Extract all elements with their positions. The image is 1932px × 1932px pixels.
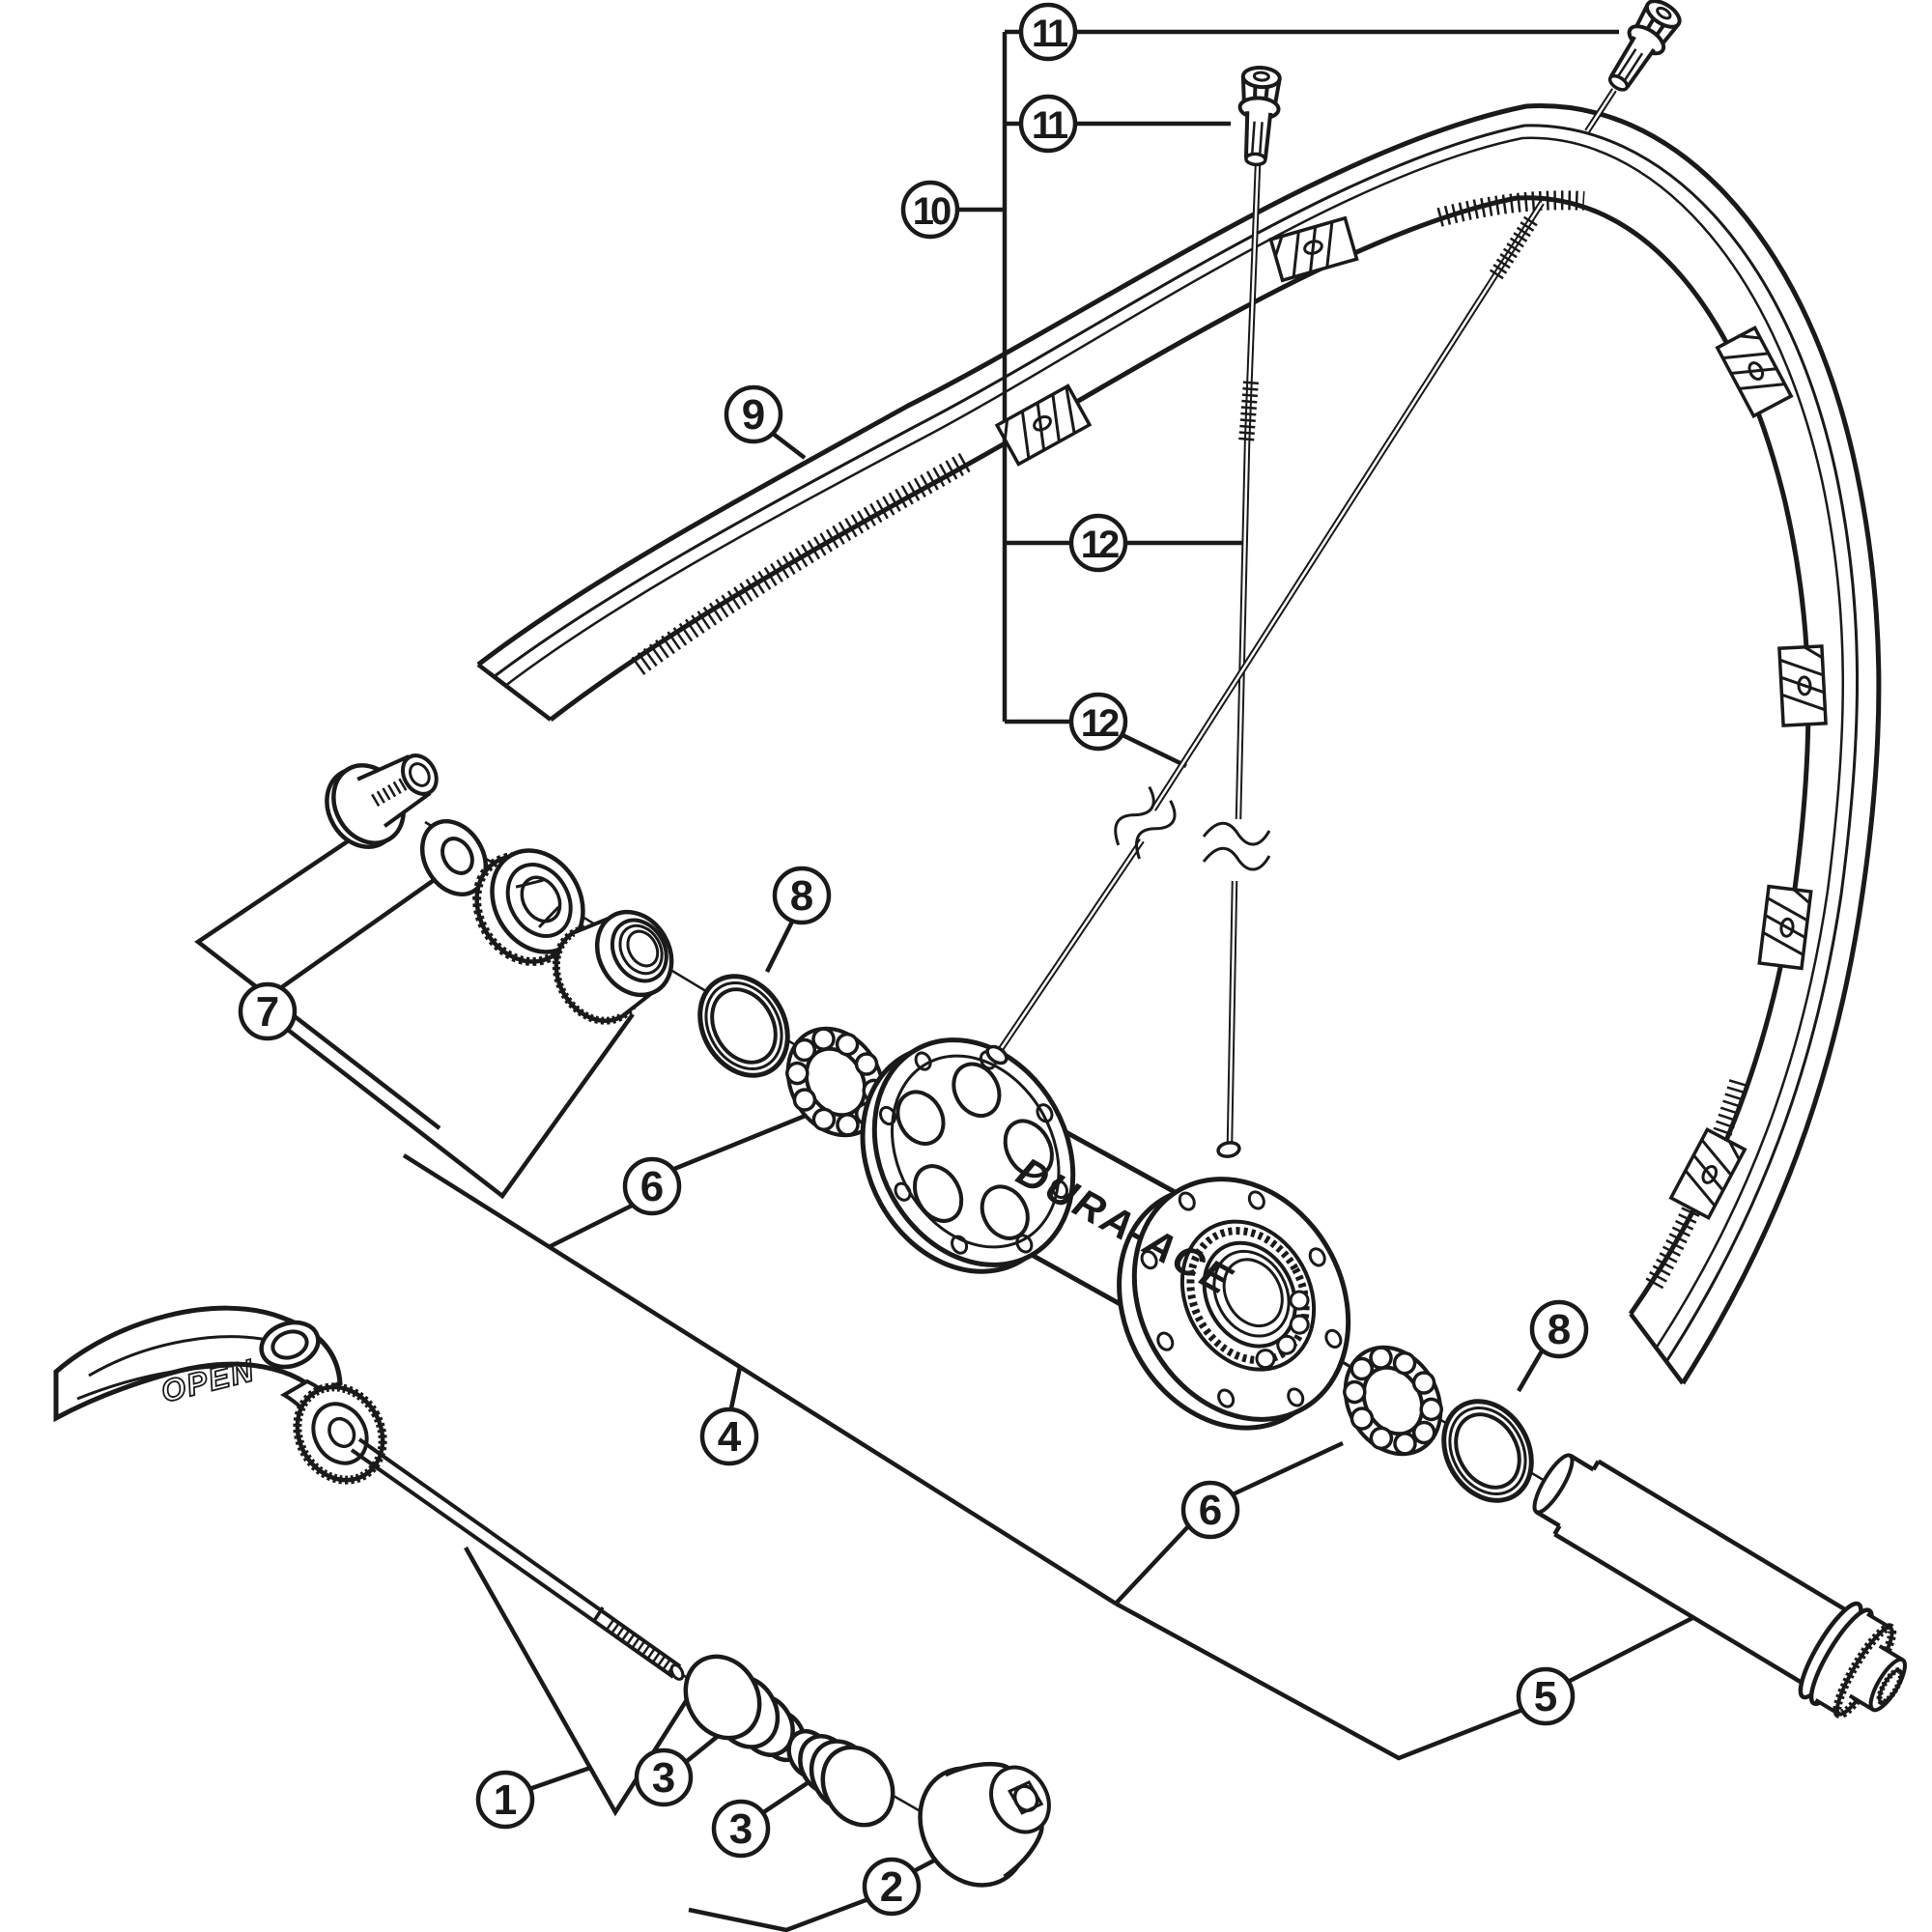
callout-9: 9 (724, 384, 783, 444)
qr-skewer-rod (350, 1437, 685, 1681)
flange-cutouts (895, 1062, 1054, 1240)
callout-number: 2 (880, 1863, 903, 1911)
callout-circle (699, 1406, 759, 1466)
rim-end-right (1629, 1312, 1685, 1385)
callout-circle (475, 1770, 535, 1830)
callout-circle (772, 866, 832, 925)
callout-1: 1 (475, 1770, 535, 1830)
callout-4: 4 (699, 1406, 759, 1466)
serrated-lockring (472, 848, 585, 966)
spoke-nipple (1607, 0, 1682, 92)
callout-circle (1529, 1299, 1589, 1359)
callout-10: 10 (900, 180, 960, 240)
ball-retainer-right (1343, 1345, 1443, 1457)
callout-circle (724, 384, 783, 444)
callout-number: 6 (1199, 1487, 1222, 1534)
callout-number: 4 (718, 1413, 742, 1461)
callout-number: 12 (1081, 524, 1119, 566)
bearing-balls-visible (1255, 1290, 1310, 1370)
callout-11b: 11 (1018, 94, 1078, 154)
rim-hatch-band (1436, 190, 1585, 227)
callout-12b: 12 (1068, 692, 1128, 752)
callout-8a: 8 (772, 866, 832, 925)
callout-number: 5 (1534, 1673, 1557, 1720)
callout-number: 9 (742, 391, 765, 439)
washer (419, 819, 489, 896)
callout-circle (862, 1857, 922, 1917)
callout-leader-lines (194, 29, 1694, 1932)
callout-number: 3 (729, 1805, 753, 1853)
callout-circle (634, 1747, 694, 1807)
callout-number: 7 (256, 988, 279, 1036)
callout-3a: 3 (634, 1747, 694, 1807)
callout-number: 12 (1081, 702, 1119, 745)
callout-11a: 11 (1018, 2, 1078, 62)
callout-2: 2 (862, 1857, 922, 1917)
callout-number: 1 (494, 1776, 517, 1824)
axle-cap-bolt (325, 753, 439, 849)
callout-8b: 8 (1529, 1299, 1589, 1359)
hub-body: DURA-ACE (860, 1037, 1351, 1431)
callout-circle (711, 1799, 771, 1859)
callout-12a: 12 (1068, 513, 1128, 573)
bearing-balls (1343, 1346, 1443, 1456)
spoke-diagonal (985, 88, 1617, 1065)
callout-6b: 6 (1180, 1480, 1240, 1540)
rim-hatch-band (631, 452, 972, 675)
spoke-vertical (1202, 163, 1271, 1158)
callout-6a: 6 (622, 1156, 682, 1216)
seal-ring-right (1441, 1399, 1534, 1503)
rim-spoke-pads (994, 215, 1828, 1221)
callout-circle (238, 981, 298, 1041)
callout-3b: 3 (711, 1799, 771, 1859)
callout-circle (622, 1156, 682, 1216)
callout-number: 11 (1032, 104, 1068, 147)
callout-7: 7 (238, 981, 298, 1041)
callout-number: 8 (1548, 1306, 1571, 1353)
callout-number: 11 (1032, 13, 1068, 55)
qr-end-nut (918, 1761, 1051, 1888)
callout-circle (900, 180, 960, 240)
spoke-break-mark (1202, 821, 1271, 871)
callout-circle (1068, 692, 1128, 752)
callout-number: 3 (652, 1754, 675, 1802)
spoke-nipple (1237, 66, 1282, 167)
seal-ring-left (697, 974, 790, 1078)
quick-release-group: OPEN (53, 1305, 1051, 1888)
callout-circle (1018, 2, 1078, 62)
cone-adjust-nut (552, 909, 674, 1025)
spokes-group (985, 0, 1682, 1158)
callout-circle (1516, 1666, 1576, 1726)
qr-spring-left (683, 1654, 807, 1763)
callout-number: 6 (640, 1163, 664, 1210)
callout-circle (1018, 94, 1078, 154)
callout-number: 10 (913, 190, 951, 233)
hub-axle (1532, 1453, 1907, 1719)
callout-circle (1068, 513, 1128, 573)
qr-spring-right (786, 1728, 895, 1828)
wheel-rim (476, 103, 1882, 1385)
spoke-break-mark (1114, 785, 1177, 860)
hub-flange-right (1117, 1177, 1351, 1431)
callout-circle (1180, 1480, 1240, 1540)
callout-layer: 11 11 10 9 12 12 7 8 6 4 6 8 5 1 3 3 2 (238, 2, 1589, 1917)
hub-flange-left (860, 1037, 1076, 1274)
flange-spoke-holes (1140, 1190, 1343, 1408)
callout-number: 8 (790, 872, 813, 920)
rim-end-left (476, 663, 553, 722)
callout-5: 5 (1516, 1666, 1576, 1726)
